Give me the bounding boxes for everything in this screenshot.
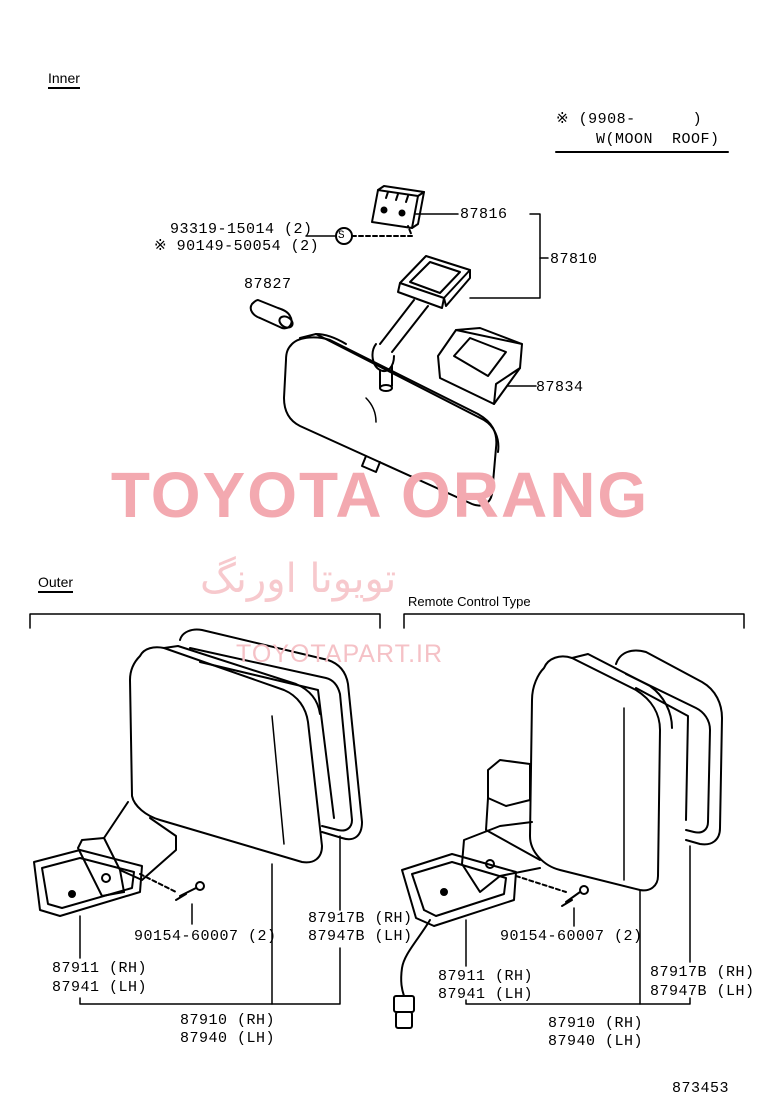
label-right-cover-rh: 87911 (RH) — [438, 968, 534, 985]
diagram-id: 873453 — [672, 1080, 730, 1097]
section-outer-title: Outer — [38, 574, 74, 593]
label-left-assy-rh: 87910 (RH) — [180, 1012, 276, 1029]
label-left-glass-lh: 87947B (LH) — [308, 928, 413, 945]
inner-mirror-group — [249, 185, 549, 507]
outer-right-mirror-group — [393, 649, 723, 1029]
label-right-screw: 90154-60007 (2) — [500, 928, 643, 945]
cover-87834 — [437, 327, 523, 405]
s-symbol: S — [338, 230, 346, 242]
label-87827: 87827 — [244, 276, 292, 293]
note-line-1: ※ (9908- ) — [556, 111, 703, 128]
section-inner-title: Inner — [48, 70, 80, 89]
label-87816: 87816 — [460, 206, 508, 223]
label-right-cover-lh: 87941 (LH) — [438, 986, 534, 1003]
clip-87816 — [371, 185, 425, 229]
label-right-glass-lh: 87947B (LH) — [650, 983, 755, 1000]
label-right-assy-lh: 87940 (LH) — [548, 1033, 644, 1050]
outer-left-mirror-group — [33, 628, 363, 1005]
label-left-cover-rh: 87911 (RH) — [52, 960, 148, 977]
section-remote-title: Remote Control Type — [408, 594, 531, 609]
label-right-glass-rh: 87917B (RH) — [650, 964, 755, 981]
watermark-main: TOYOTA ORANG — [110, 459, 650, 531]
label-right-assy-rh: 87910 (RH) — [548, 1015, 644, 1032]
pin-87827 — [249, 299, 294, 330]
label-left-cover-lh: 87941 (LH) — [52, 979, 148, 996]
label-87834: 87834 — [536, 379, 584, 396]
note-line-2: W(MOON ROOF) — [596, 131, 720, 148]
mount-base-87810 — [371, 255, 471, 392]
label-90149-50054: ※ 90149-50054 (2) — [154, 238, 320, 255]
label-left-screw: 90154-60007 (2) — [134, 928, 277, 945]
label-left-assy-lh: 87940 (LH) — [180, 1030, 276, 1047]
inner-mirror-body — [283, 333, 500, 507]
label-left-glass-rh: 87917B (RH) — [308, 910, 413, 927]
label-87810: 87810 — [550, 251, 598, 268]
watermark-url: TOYOTAPART.IR — [236, 640, 444, 668]
label-93319-15014: 93319-15014 (2) — [170, 221, 313, 238]
watermark-farsi: تویوتا اورنگ — [200, 556, 397, 602]
